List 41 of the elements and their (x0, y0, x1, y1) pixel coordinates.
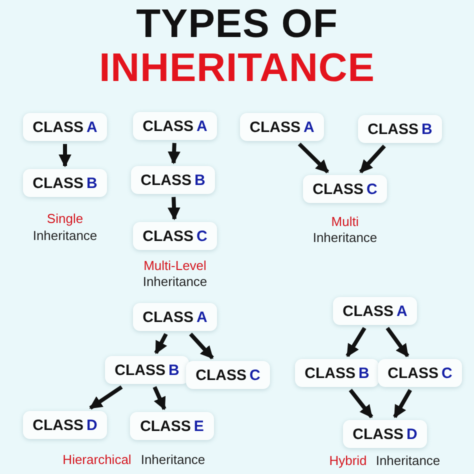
class-box: CLASS A (23, 113, 107, 141)
title: TYPES OF INHERITANCE (98, 2, 376, 90)
class-box: CLASS B (295, 359, 379, 387)
arrow (154, 333, 168, 354)
class-box: CLASS C (378, 359, 462, 387)
class-box: CLASS E (130, 412, 214, 440)
inheritance-type-label: Single (46, 211, 84, 226)
class-box: CLASS B (131, 166, 215, 194)
class-box: CLASS B (105, 356, 189, 384)
arrow (348, 388, 374, 418)
class-box: CLASS A (133, 112, 217, 140)
caption-text: Inheritance (140, 452, 206, 467)
arrow (168, 142, 180, 164)
class-box: CLASS A (333, 297, 417, 325)
class-box: CLASS A (240, 113, 324, 141)
arrow (58, 144, 72, 168)
class-box: CLASS C (186, 361, 270, 389)
class-box: CLASS B (358, 115, 442, 143)
arrow (346, 326, 366, 358)
class-box: CLASS C (303, 175, 387, 203)
caption-text: Inheritance (32, 228, 98, 243)
inheritance-type-label: Hybrid (329, 453, 367, 468)
caption-text: Inheritance (142, 274, 208, 289)
inheritance-type-label: Multi (331, 214, 359, 229)
arrow (298, 142, 330, 174)
arrow (359, 144, 386, 174)
inheritance-type-label: Hierarchical (62, 452, 132, 467)
arrow (393, 389, 412, 418)
caption-text: Inheritance (376, 453, 440, 468)
class-box: CLASS B (23, 169, 107, 197)
arrow (89, 385, 123, 410)
arrow (168, 196, 180, 220)
class-box: CLASS D (343, 420, 427, 448)
class-box: CLASS D (23, 411, 107, 439)
inheritance-type-label: Multi-Level (144, 258, 206, 273)
arrow (189, 332, 214, 360)
class-box: CLASS C (133, 222, 217, 250)
arrow (386, 326, 410, 358)
caption-text: Inheritance (312, 230, 378, 245)
arrow (152, 386, 166, 410)
class-box: CLASS A (133, 303, 217, 331)
